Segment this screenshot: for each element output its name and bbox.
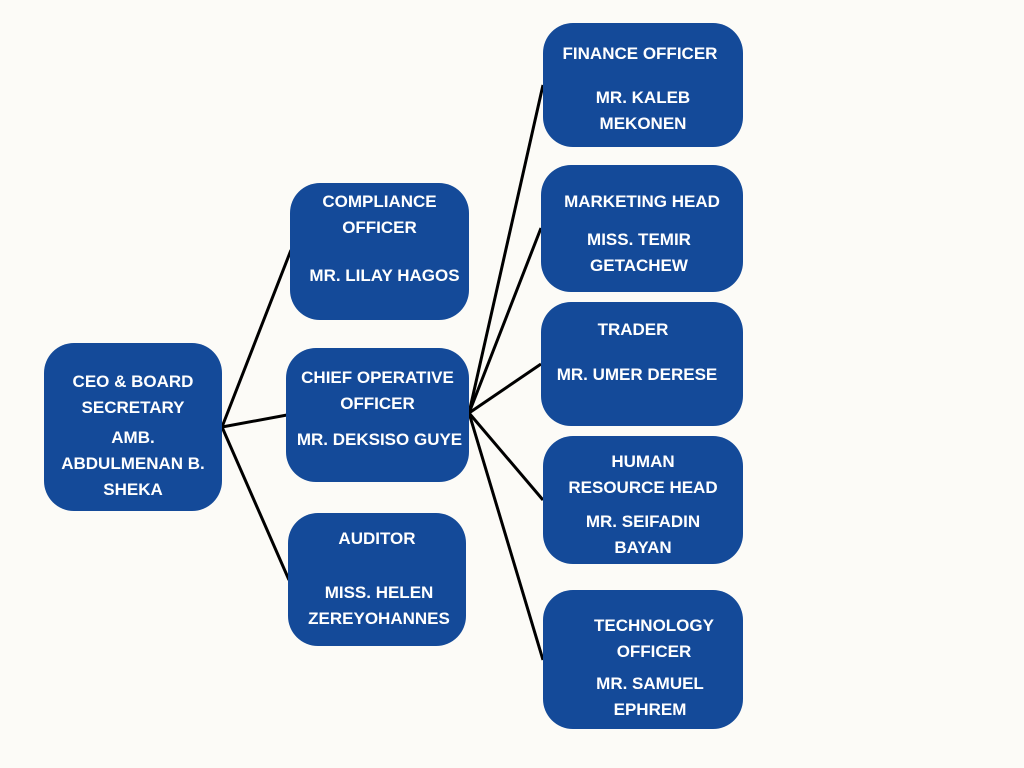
node-technology-officer: TECHNOLOGY OFFICER MR. SAMUEL EPHREM — [543, 590, 743, 729]
node-finance-title: FINANCE OFFICER — [562, 44, 718, 63]
connector-coo-finance — [467, 84, 545, 414]
node-finance-person: MR. KALEB MEKONEN — [595, 88, 691, 133]
node-auditor: AUDITOR MISS. HELEN ZEREYOHANNES — [288, 513, 466, 646]
connector-coo-marketing — [467, 227, 543, 414]
node-compliance-officer: COMPLIANCE OFFICER MR. LILAY HAGOS — [290, 183, 469, 320]
node-marketing-title: MARKETING HEAD — [564, 192, 720, 211]
node-technology-person: MR. SAMUEL EPHREM — [596, 674, 704, 719]
connector-ceo-compliance — [220, 249, 293, 428]
node-coo-title: CHIEF OPERATIVE OFFICER — [301, 368, 454, 413]
node-ceo-title: CEO & BOARD SECRETARY — [72, 372, 194, 417]
connector-ceo-auditor — [220, 426, 291, 581]
node-trader: TRADER MR. UMER DERESE — [541, 302, 743, 426]
node-ceo: CEO & BOARD SECRETARY AMB. ABDULMENAN B.… — [44, 343, 222, 511]
node-human-resource-head: HUMAN RESOURCE HEAD MR. SEIFADIN BAYAN — [543, 436, 743, 564]
node-hr-person: MR. SEIFADIN BAYAN — [585, 512, 701, 557]
connector-ceo-coo — [221, 413, 288, 429]
node-ceo-person: AMB. ABDULMENAN B. SHEKA — [61, 428, 205, 499]
node-auditor-person: MISS. HELEN ZEREYOHANNES — [308, 583, 450, 628]
node-compliance-person: MR. LILAY HAGOS — [309, 266, 460, 285]
node-auditor-title: AUDITOR — [338, 529, 416, 548]
connector-coo-trader — [468, 362, 542, 415]
node-chief-operative-officer: CHIEF OPERATIVE OFFICER MR. DEKSISO GUYE — [286, 348, 469, 482]
node-marketing-head: MARKETING HEAD MISS. TEMIR GETACHEW — [541, 165, 743, 292]
connector-coo-technology — [467, 412, 545, 661]
node-trader-title: TRADER — [597, 320, 669, 339]
node-hr-title: HUMAN RESOURCE HEAD — [568, 452, 718, 497]
node-finance-officer: FINANCE OFFICER MR. KALEB MEKONEN — [543, 23, 743, 147]
node-technology-title: TECHNOLOGY OFFICER — [594, 616, 714, 661]
connector-coo-hr — [467, 412, 545, 501]
node-coo-person: MR. DEKSISO GUYE — [296, 430, 463, 449]
node-trader-person: MR. UMER DERESE — [556, 365, 718, 384]
node-marketing-person: MISS. TEMIR GETACHEW — [587, 230, 691, 275]
node-compliance-title: COMPLIANCE OFFICER — [322, 192, 437, 237]
